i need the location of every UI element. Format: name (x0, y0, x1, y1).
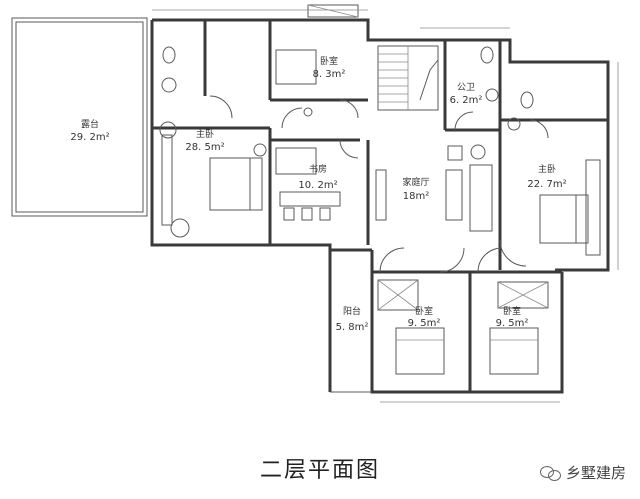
room-area-master-west: 28. 5m² (185, 142, 224, 153)
study-furniture (275, 147, 341, 221)
beds (209, 49, 589, 375)
interior-walls (152, 20, 608, 392)
wechat-icon (539, 465, 562, 481)
room-area-balcony: 5. 8m² (336, 322, 369, 333)
dimension-marks (152, 9, 619, 403)
plan-caption: 二层平面图 (259, 458, 380, 483)
room-area-public-bath: 6. 2m² (450, 95, 483, 106)
room-label-master-west: 主卧 (196, 128, 214, 140)
room-labels: 露台 29. 2m² 主卧 28. 5m² 卧室 8. 3m² 书房 10. 2… (70, 55, 566, 333)
room-area-master-east: 22. 7m² (527, 179, 566, 190)
watermark-text: 乡墅建房 (565, 464, 626, 482)
room-label-public-bath: 公卫 (457, 82, 475, 93)
room-label-bedroom-north: 卧室 (320, 55, 338, 67)
room-area-bedroom-south-2: 9. 5m² (496, 318, 529, 329)
family-hall-furniture (375, 144, 493, 232)
wardrobes-and-windows (161, 4, 601, 311)
terrace-outline (11, 17, 148, 217)
room-area-bedroom-north: 8. 3m² (313, 69, 346, 80)
room-area-terrace: 29. 2m² (70, 132, 109, 143)
bathroom-fixtures (159, 46, 534, 238)
room-area-family-hall: 18m² (403, 191, 429, 202)
doors (209, 95, 549, 273)
room-label-master-east: 主卧 (538, 163, 556, 175)
room-label-terrace: 露台 (81, 118, 99, 130)
room-label-balcony: 阳台 (343, 305, 361, 317)
room-label-study: 书房 (309, 163, 327, 175)
watermark: 乡墅建房 (539, 462, 626, 483)
exterior-walls (150, 18, 610, 394)
room-label-family-hall: 家庭厅 (402, 176, 429, 188)
room-label-bedroom-south-2: 卧室 (503, 305, 521, 317)
room-area-study: 10. 2m² (298, 180, 337, 191)
room-label-bedroom-south-1: 卧室 (415, 305, 433, 317)
room-area-bedroom-south-1: 9. 5m² (408, 318, 441, 329)
staircase (377, 45, 439, 111)
